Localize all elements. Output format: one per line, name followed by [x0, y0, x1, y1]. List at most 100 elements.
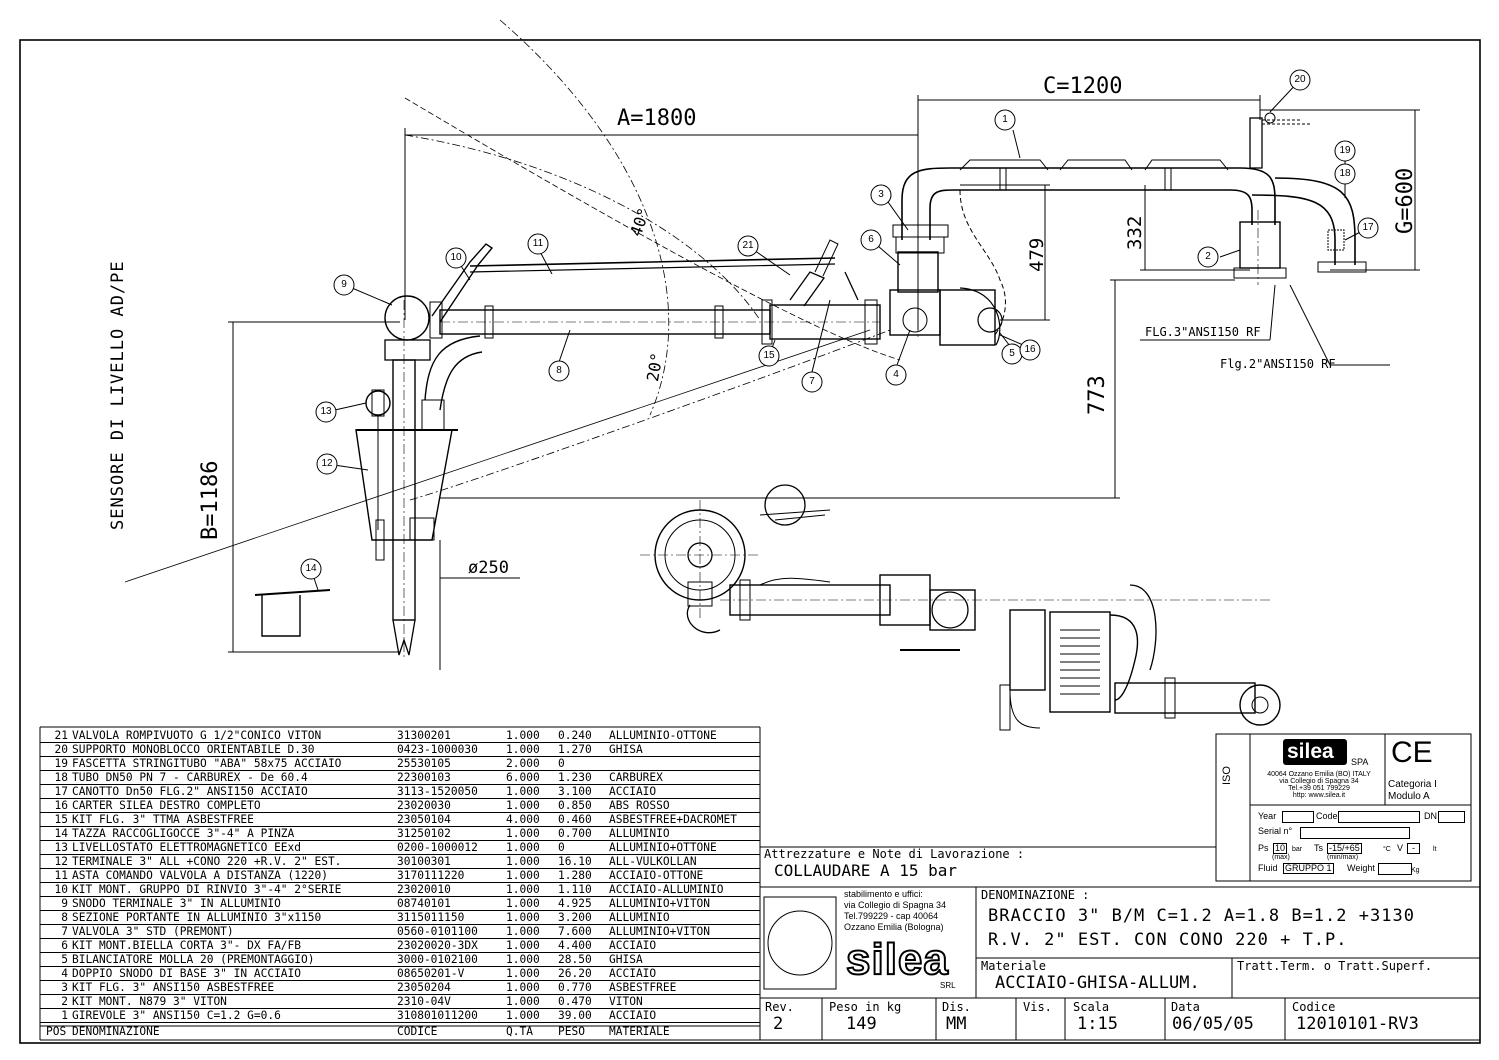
part-name: SNODO TERMINALE 3" IN ALLUMINIO [72, 897, 281, 910]
header-pos: POS [46, 1025, 67, 1038]
ce-address-line: Tel.+39 051 799229 [1288, 785, 1350, 792]
part-code: 23020020-3DX [397, 939, 478, 952]
part-name: VALVOLA 3" STD (PREMONT) [72, 925, 234, 938]
part-position: 3 [61, 981, 68, 994]
part-position: 16 [54, 799, 68, 812]
part-quantity: 1.000 [506, 897, 540, 910]
part-name: CARTER SILEA DESTRO COMPLETO [72, 799, 261, 812]
part-code: 22300103 [397, 771, 451, 784]
balloon-14: 14 [305, 563, 317, 574]
code-label: Codice [1292, 1000, 1336, 1014]
parts-row-divider [40, 770, 760, 771]
part-position: 19 [54, 757, 68, 770]
ce-v-unit: lt [1433, 846, 1437, 853]
part-quantity: 1.000 [506, 911, 540, 924]
treatment-label: Tratt.Term. o Tratt.Superf. [1237, 959, 1433, 973]
balloon-13: 13 [320, 406, 332, 417]
part-code: 3113-1520050 [397, 785, 478, 798]
ce-address-line: 40064 Ozzano Emilia (BO) ITALY [1267, 771, 1371, 778]
parts-row-divider [40, 938, 760, 939]
part-name: ASTA COMANDO VALVOLA A DISTANZA (1220) [72, 869, 328, 882]
dim-B: B=1186 [198, 460, 223, 540]
part-weight: 0 [558, 757, 565, 770]
part-weight: 3.100 [558, 785, 592, 798]
part-material: ALLUMINIO+VITON [609, 897, 711, 910]
ce-ps-label: Ps [1258, 843, 1269, 853]
flange-2-label: Flg.2"ANSI150 RF [1220, 357, 1336, 371]
part-quantity: 1.000 [506, 855, 540, 868]
parts-row-divider [40, 882, 760, 883]
part-code: 0200-1000012 [397, 841, 478, 854]
part-quantity: 1.000 [506, 953, 540, 966]
ce-code-label: Code [1316, 811, 1338, 821]
part-name: VALVOLA ROMPIVUOTO G 1/2"CONICO VITON [72, 729, 322, 742]
balloon-12: 12 [321, 458, 333, 469]
balloon-7: 7 [809, 376, 815, 387]
part-quantity: 1.000 [506, 1009, 540, 1022]
date-value: 06/05/05 [1172, 1014, 1254, 1034]
part-weight: 26.20 [558, 967, 592, 980]
balloon-1: 1 [1002, 114, 1008, 125]
part-quantity: 1.000 [506, 827, 540, 840]
part-weight: 1.270 [558, 743, 592, 756]
dim-C: C=1200 [1043, 74, 1123, 99]
balloon-6: 6 [868, 234, 874, 245]
scale-label: Scala [1073, 1000, 1110, 1014]
part-weight: 0.240 [558, 729, 592, 742]
part-name: FASCETTA STRINGITUBO "ABA" 58x75 ACCIAIO [72, 757, 342, 770]
part-material: ACCIAIO [609, 785, 657, 798]
ce-serial-label: Serial n° [1258, 826, 1293, 836]
balloon-11: 11 [532, 238, 544, 249]
denominazione-line-1: BRACCIO 3" B/M C=1.2 A=1.8 B=1.2 +3130 [988, 906, 1415, 926]
part-code: 0560-0101100 [397, 925, 478, 938]
parts-row-divider [40, 966, 760, 967]
part-quantity: 1.000 [506, 785, 540, 798]
part-weight: 39.00 [558, 1009, 592, 1022]
ce-v-label: V [1397, 843, 1404, 853]
ce-brand-suffix: SPA [1351, 757, 1369, 767]
part-code: 3000-0102100 [397, 953, 478, 966]
ce-ts-label: Ts [1314, 843, 1323, 853]
part-name: KIT FLG. 3" TTMA ASBESTFREE [72, 813, 254, 826]
balloon-2: 2 [1205, 251, 1211, 262]
part-weight: 3.200 [558, 911, 592, 924]
part-code: 08650201-V [397, 967, 465, 980]
dim-A: A=1800 [617, 106, 697, 131]
company-address: stabilimento e uffici: via Collegio di S… [844, 889, 946, 933]
part-name: KIT MONT.BIELLA CORTA 3"- DX FA/FB [72, 939, 302, 952]
ce-ps-value: 10 [1273, 843, 1288, 854]
part-code: 310801011200 [397, 1009, 478, 1022]
parts-row-divider [40, 812, 760, 813]
part-code: 0423-1000030 [397, 743, 478, 756]
part-code: 31250102 [397, 827, 451, 840]
drawn-by-label: Dis. [942, 1000, 971, 1014]
level-sensor-label: SENSORE DI LIVELLO AD/PE [108, 260, 128, 530]
part-quantity: 6.000 [506, 771, 540, 784]
part-position: 7 [61, 925, 68, 938]
part-quantity: 1.000 [506, 995, 540, 1008]
part-name: SUPPORTO MONOBLOCCO ORIENTABILE D.30 [72, 743, 315, 756]
part-position: 9 [61, 897, 68, 910]
ce-code-field [1338, 811, 1420, 823]
ce-address-line: via Collegio di Spagna 34 [1279, 778, 1359, 785]
notes-label: Attrezzature e Note di Lavorazione : [764, 847, 1025, 861]
part-weight: 1.110 [558, 883, 592, 896]
part-position: 10 [54, 883, 68, 896]
part-weight: 0 [558, 841, 565, 854]
part-weight: 0.460 [558, 813, 592, 826]
part-weight: 0.700 [558, 827, 592, 840]
part-material: ACCIAIO-ALLUMINIO [609, 883, 724, 896]
part-quantity: 1.000 [506, 939, 540, 952]
part-quantity: 1.000 [506, 869, 540, 882]
part-position: 1 [61, 1009, 68, 1022]
header-name: DENOMINAZIONE [72, 1025, 160, 1038]
part-name: TERMINALE 3" ALL +CONO 220 +R.V. 2" EST. [72, 855, 342, 868]
header-material: MATERIALE [609, 1025, 670, 1038]
ce-brand: silea [1287, 740, 1334, 763]
ce-ts-minmax: (min/max) [1327, 854, 1359, 861]
part-weight: 0.850 [558, 799, 592, 812]
part-position: 21 [54, 729, 68, 742]
part-weight: 16.10 [558, 855, 592, 868]
part-name: KIT MONT. GRUPPO DI RINVIO 3"-4" 2°SERIE [72, 883, 342, 896]
parts-row-divider [40, 1022, 760, 1023]
